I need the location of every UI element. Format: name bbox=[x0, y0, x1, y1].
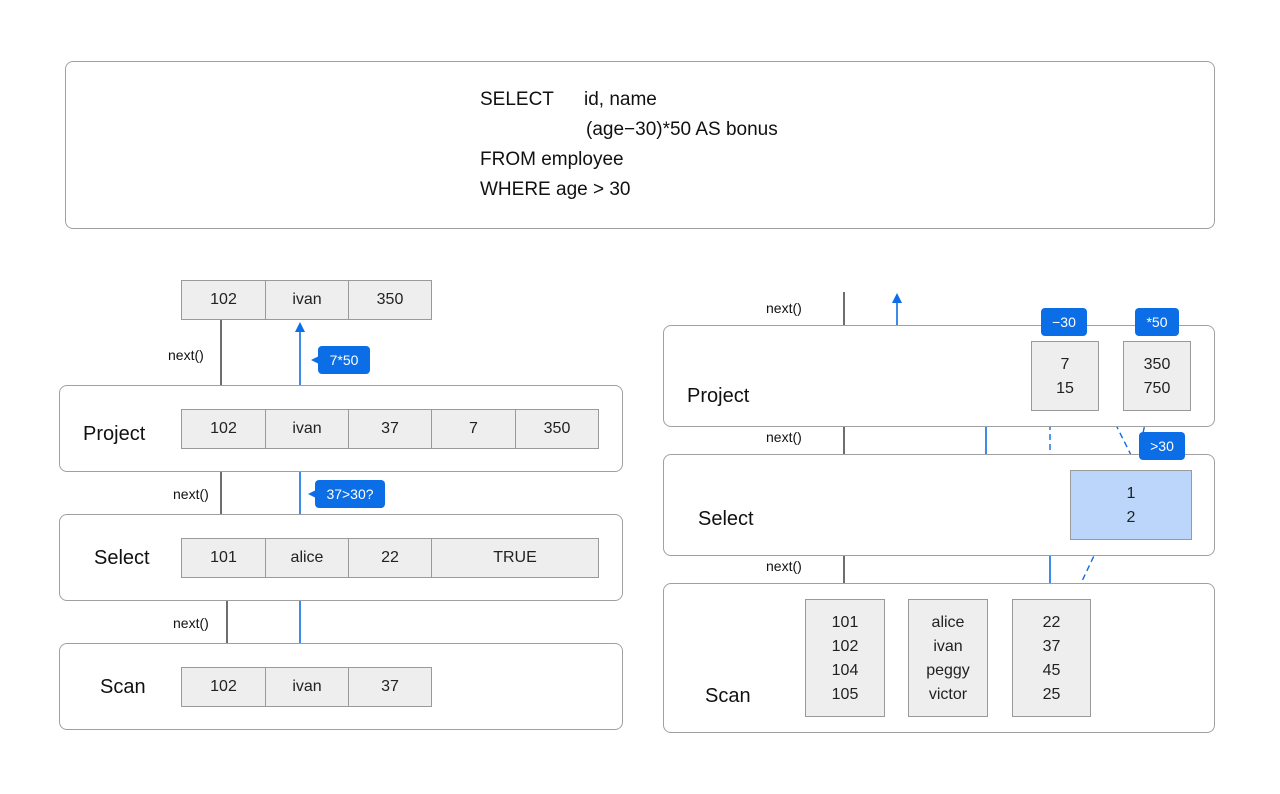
left-callout-37gt30: 37>30? bbox=[315, 480, 385, 508]
right-scan-age-3: 45 bbox=[1042, 662, 1061, 679]
right-scan-id-4: 105 bbox=[831, 686, 859, 703]
right-project-title: Project bbox=[687, 385, 750, 407]
right-project-mul-value-2: 750 bbox=[1143, 380, 1171, 397]
right-tag-gt30: >30 bbox=[1139, 432, 1185, 460]
right-select-index-column: 1 2 bbox=[1070, 470, 1192, 540]
left-output-cell-id: 102 bbox=[181, 280, 266, 320]
sql-from-clause: FROM employee bbox=[480, 149, 624, 170]
left-scan-cell-id: 102 bbox=[181, 667, 266, 707]
right-select-index-2: 2 bbox=[1126, 509, 1136, 526]
sql-select-keyword: SELECT bbox=[480, 89, 554, 110]
left-output-cell-bonus: 350 bbox=[348, 280, 432, 320]
right-select-title: Select bbox=[698, 508, 754, 530]
left-project-cell-id: 102 bbox=[181, 409, 266, 449]
right-scan-id-1: 101 bbox=[831, 614, 859, 631]
left-select-cell-flag: TRUE bbox=[431, 538, 599, 578]
right-scan-id-3: 104 bbox=[831, 662, 859, 679]
left-select-cell-age: 22 bbox=[348, 538, 432, 578]
right-project-sub-value-2: 15 bbox=[1056, 380, 1074, 397]
sql-bonus-expression: (age−30)*50 AS bonus bbox=[586, 119, 778, 140]
left-next-label-3: next() bbox=[173, 615, 209, 631]
right-next-label-3: next() bbox=[766, 558, 802, 574]
left-scan-cell-name: ivan bbox=[265, 667, 349, 707]
right-project-sub-value-1: 7 bbox=[1060, 356, 1070, 373]
right-scan-name-column: alice ivan peggy victor bbox=[908, 599, 988, 717]
right-scan-age-1: 22 bbox=[1042, 614, 1061, 631]
left-select-cell-name: alice bbox=[265, 538, 349, 578]
left-project-cell-age: 37 bbox=[348, 409, 432, 449]
right-select-index-1: 1 bbox=[1126, 485, 1136, 502]
right-tag-sub: −30 bbox=[1041, 308, 1087, 336]
left-scan-cell-age: 37 bbox=[348, 667, 432, 707]
left-select-cell-id: 101 bbox=[181, 538, 266, 578]
right-scan-name-1: alice bbox=[931, 614, 965, 631]
callout-tail-7x50 bbox=[311, 356, 319, 364]
right-project-mul-column: 350 750 bbox=[1123, 341, 1191, 411]
left-project-cell-bonus: 350 bbox=[515, 409, 599, 449]
left-next-label-2: next() bbox=[173, 486, 209, 502]
sql-select-columns: id, name bbox=[584, 89, 657, 110]
sql-where-clause: WHERE age > 30 bbox=[480, 179, 631, 200]
right-scan-id-column: 101 102 104 105 bbox=[805, 599, 885, 717]
left-project-cell-diff: 7 bbox=[431, 409, 516, 449]
left-next-label-1: next() bbox=[168, 347, 204, 363]
right-project-sub-column: 7 15 bbox=[1031, 341, 1099, 411]
right-scan-title: Scan bbox=[705, 685, 751, 707]
right-scan-name-4: victor bbox=[928, 686, 968, 703]
right-next-label-1: next() bbox=[766, 300, 802, 316]
callout-tail-37gt30 bbox=[308, 490, 316, 498]
right-scan-age-2: 37 bbox=[1042, 638, 1061, 655]
right-scan-name-3: peggy bbox=[926, 662, 970, 679]
right-tag-mul: *50 bbox=[1135, 308, 1179, 336]
left-select-title: Select bbox=[94, 547, 150, 569]
left-project-title: Project bbox=[83, 423, 146, 445]
right-project-mul-value-1: 350 bbox=[1143, 356, 1171, 373]
left-scan-title: Scan bbox=[100, 676, 146, 698]
right-scan-id-2: 102 bbox=[831, 638, 859, 655]
sql-query-box bbox=[65, 61, 1215, 229]
right-next-label-2: next() bbox=[766, 429, 802, 445]
left-project-cell-name: ivan bbox=[265, 409, 349, 449]
left-output-cell-name: ivan bbox=[265, 280, 349, 320]
right-scan-age-4: 25 bbox=[1042, 686, 1061, 703]
right-scan-age-column: 22 37 45 25 bbox=[1012, 599, 1091, 717]
right-scan-name-2: ivan bbox=[933, 638, 963, 655]
left-callout-7x50: 7*50 bbox=[318, 346, 370, 374]
